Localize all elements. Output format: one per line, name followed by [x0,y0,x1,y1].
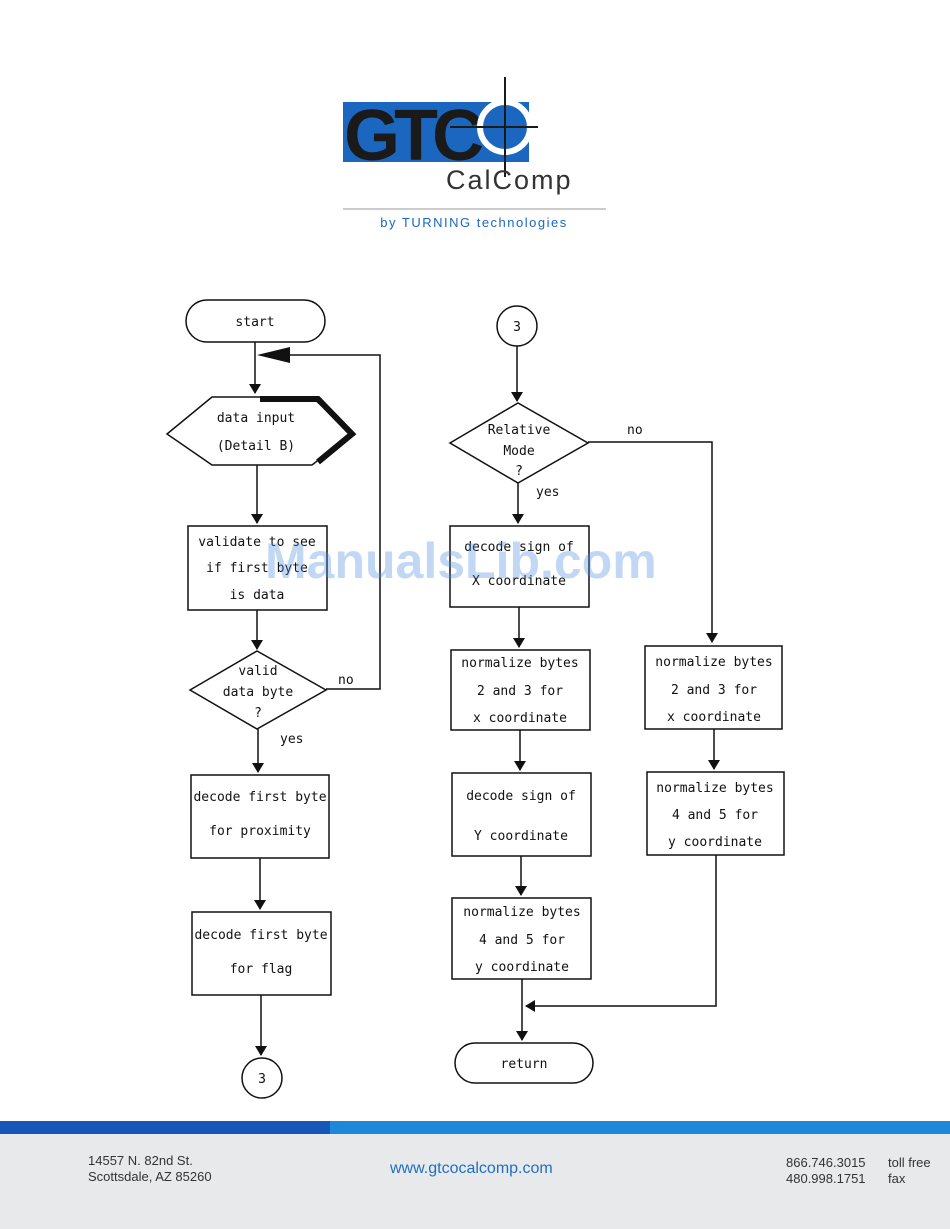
relative-line3: ? [515,464,523,479]
decode-proximity-line2: for proximity [209,824,311,839]
normalize-x-line2: 2 and 3 for [477,684,563,699]
decode-flag-line2: for flag [230,962,293,977]
validate-line1: validate to see [198,535,316,550]
right-no-label: no [627,423,643,438]
watermark: ManualsLib.com [265,533,657,589]
normalize-y-line3: y coordinate [475,960,569,975]
return-label: return [501,1057,548,1072]
fax-number: 480.998.1751 [786,1171,866,1186]
relative-mode-decision: Relative Mode ? [448,402,590,484]
flowchart: start data input (Detail B) validate to … [165,299,785,1099]
normalize-y-alt-line3: y coordinate [668,835,762,850]
footer-bar-light [330,1121,950,1134]
valid-line1: valid [238,664,277,679]
gtco-calcomp-logo: GTC CalComp by TURNING technologies [343,77,606,230]
left-connector-label: 3 [258,1072,266,1087]
valid-line2: data byte [223,685,294,700]
address-line1: 14557 N. 82nd St. [88,1153,193,1168]
normalize-x-alt-line3: x coordinate [667,710,761,725]
decode-sign-x-line2: X coordinate [472,574,566,589]
normalize-y-alt-node: normalize bytes 4 and 5 for y coordinate [646,771,785,856]
footer-bar-dark [0,1121,330,1134]
valid-data-byte-decision: valid data byte ? [188,650,328,730]
validate-line2: if first byte [206,561,308,576]
normalize-y-node: normalize bytes 4 and 5 for y coordinate [451,897,592,980]
decode-sign-x-line1: decode sign of [464,540,574,555]
logo-tagline: by TURNING technologies [380,215,567,230]
data-input-line1: data input [217,411,295,426]
tollfree-number: 866.746.3015 [786,1155,866,1170]
return-terminal: return [454,1042,594,1084]
logo-calcomp: CalComp [446,165,573,195]
valid-line3: ? [254,706,262,721]
right-connector-label: 3 [513,320,521,335]
data-input-line2: (Detail B) [217,439,295,454]
website-link[interactable]: www.gtcocalcomp.com [390,1160,553,1177]
loop-arrowhead [257,347,290,363]
decode-proximity-node: decode first byte for proximity [190,774,330,859]
logo-letters: GTC [344,96,483,176]
normalize-y-alt-line1: normalize bytes [656,781,773,796]
footer: 14557 N. 82nd St. Scottsdale, AZ 85260 8… [0,1134,950,1229]
data-input-node: data input (Detail B) [165,396,357,466]
normalize-y-line1: normalize bytes [463,905,580,920]
normalize-x-alt-node: normalize bytes 2 and 3 for x coordinate [644,645,783,730]
fax-label: fax [888,1171,906,1186]
relative-line1: Relative [488,423,551,438]
left-no-label: no [338,673,354,688]
normalize-y-line2: 4 and 5 for [479,933,565,948]
normalize-x-line1: normalize bytes [461,656,578,671]
decode-sign-y-line1: decode sign of [466,789,576,804]
decode-sign-y-line2: Y coordinate [474,829,568,844]
start-terminal: start [185,299,326,343]
validate-node: validate to see if first byte is data [187,525,328,611]
decode-sign-x-node: decode sign of X coordinate [449,525,590,608]
decode-sign-y-node: decode sign of Y coordinate [451,772,592,857]
footer-color-bar [0,1121,950,1134]
decode-flag-node: decode first byte for flag [191,911,332,996]
normalize-x-line3: x coordinate [473,711,567,726]
validate-line3: is data [230,588,285,603]
right-connector-3: 3 [496,305,538,347]
address-line2: Scottsdale, AZ 85260 [88,1169,212,1184]
decode-proximity-line1: decode first byte [193,790,326,805]
normalize-x-alt-line1: normalize bytes [655,655,772,670]
normalize-y-alt-line2: 4 and 5 for [672,808,758,823]
left-yes-label: yes [280,732,303,747]
decode-flag-line1: decode first byte [194,928,327,943]
start-label: start [235,315,274,330]
normalize-x-node: normalize bytes 2 and 3 for x coordinate [450,649,591,731]
normalize-x-alt-line2: 2 and 3 for [671,683,757,698]
left-connector-3: 3 [241,1057,283,1099]
tollfree-label: toll free [888,1155,931,1170]
relative-line2: Mode [503,444,534,459]
right-yes-label: yes [536,485,559,500]
